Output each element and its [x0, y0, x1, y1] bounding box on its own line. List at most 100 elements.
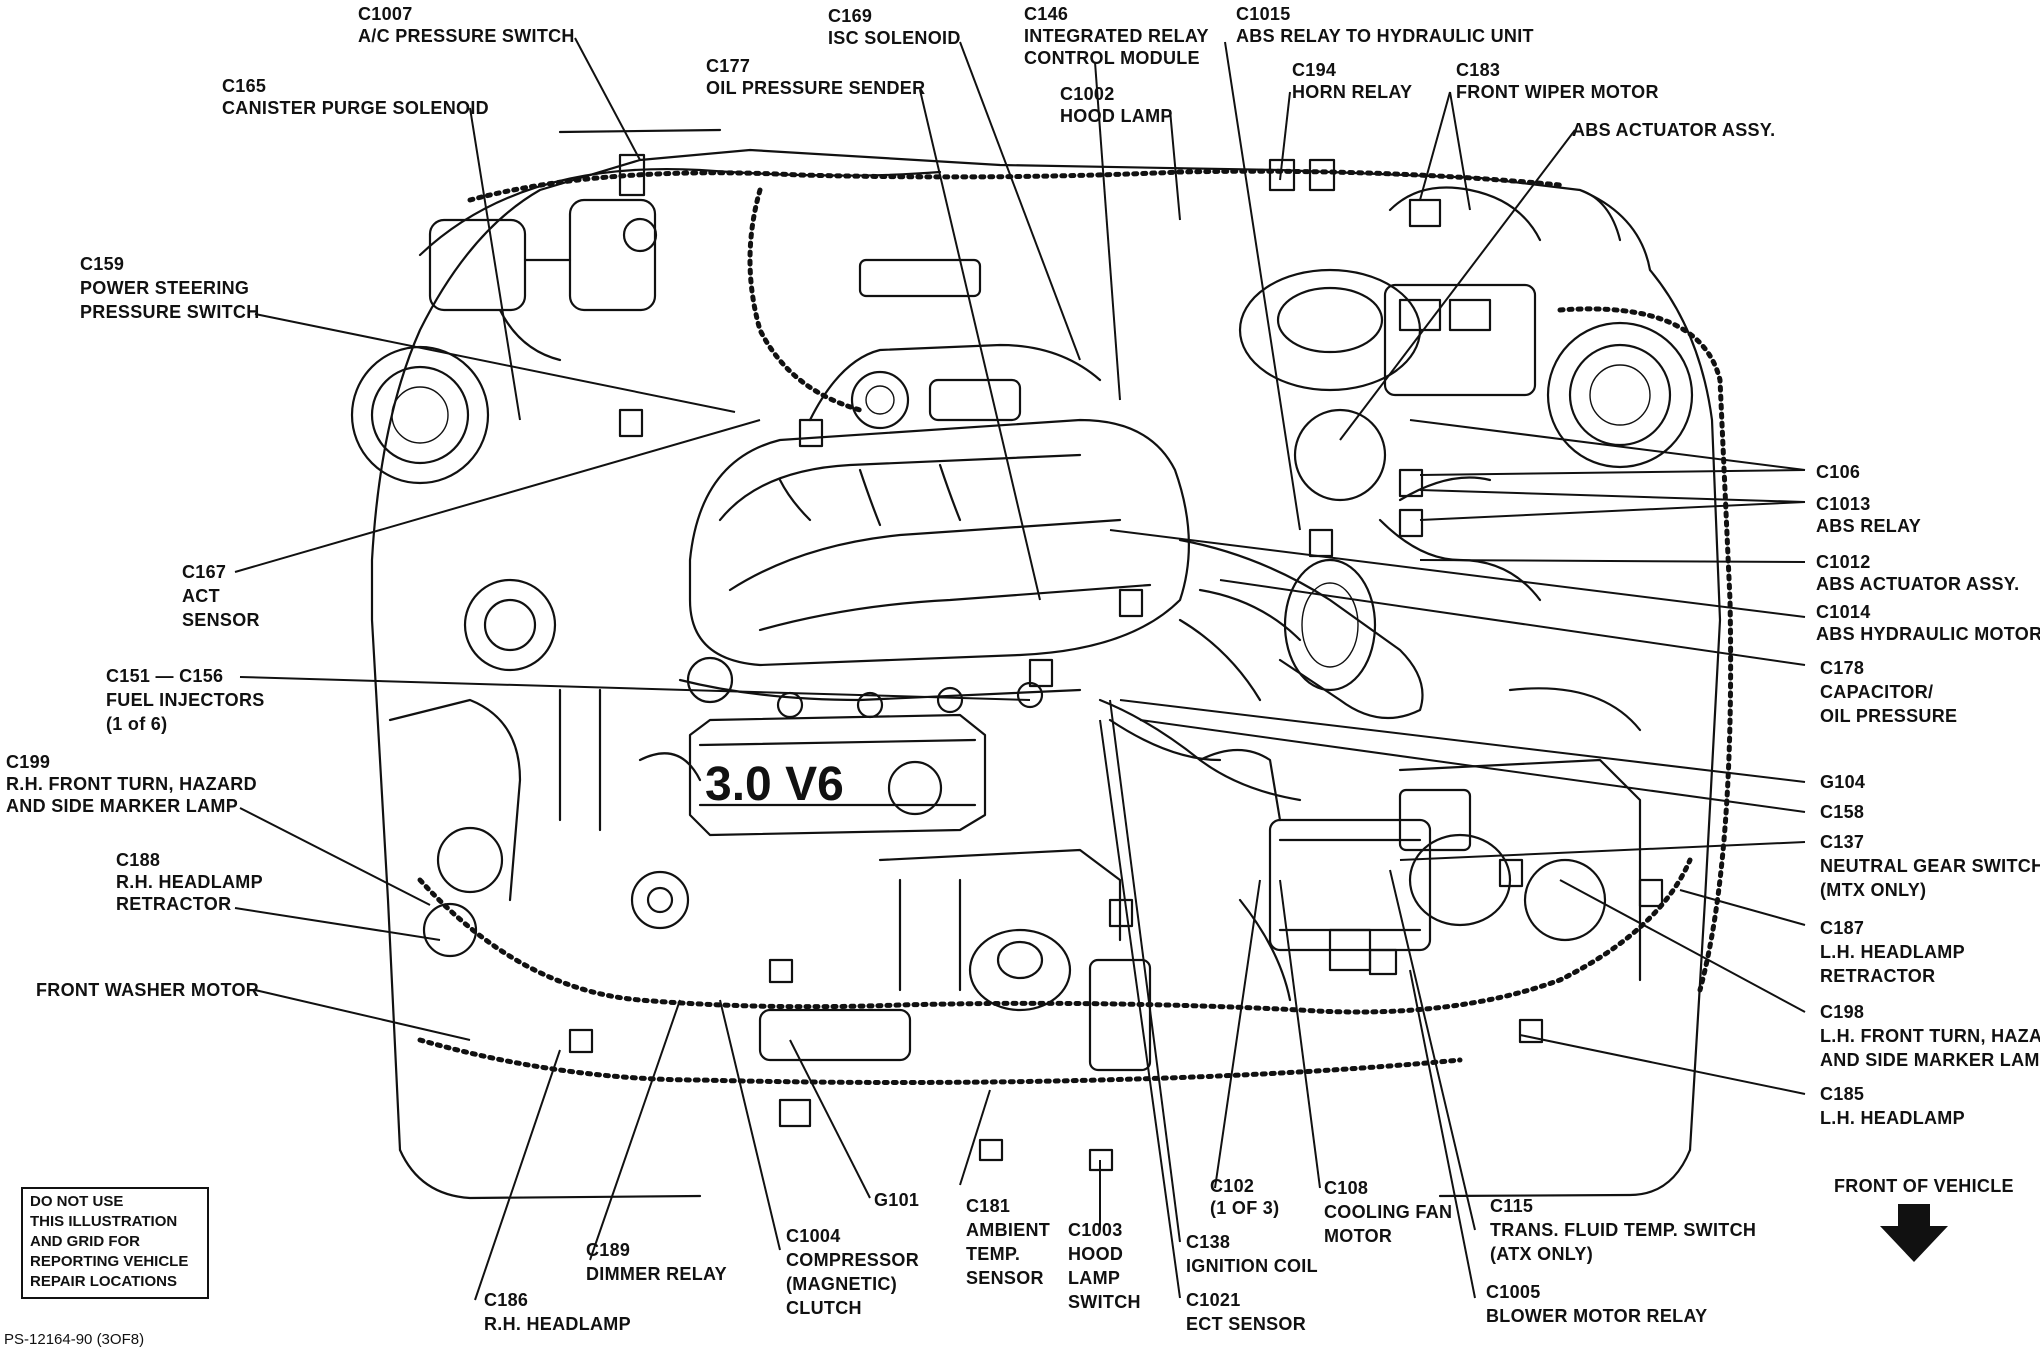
label-c178-line-1: C178: [1820, 658, 1864, 678]
label-abs-actuator-top: ABS ACTUATOR ASSY.: [1572, 120, 1775, 140]
label-c1003-line-2: HOOD: [1068, 1244, 1123, 1264]
figure-id: PS-12164-90 (3OF8): [4, 1331, 144, 1348]
disclaimer-note: DO NOT USE THIS ILLUSTRATION AND GRID FO…: [21, 1187, 209, 1299]
label-c1015-line-1: C1015: [1236, 4, 1291, 24]
label-c185-line-2: L.H. HEADLAMP: [1820, 1108, 1965, 1128]
label-c1012-line-2: ABS ACTUATOR ASSY.: [1816, 574, 2019, 594]
label-c187-line-1: C187: [1820, 918, 1864, 938]
label-c102: C102 (1 OF 3): [1210, 1176, 1279, 1218]
label-c106-line-1: C106: [1816, 462, 1860, 482]
label-c1012: C1012 ABS ACTUATOR ASSY.: [1816, 552, 2019, 594]
label-c185-line-1: C185: [1820, 1084, 1864, 1104]
label-g104-line-1: G104: [1820, 772, 1865, 792]
label-c138-line-2: IGNITION COIL: [1186, 1256, 1318, 1276]
label-c1021-line-1: C1021: [1186, 1290, 1241, 1310]
label-c1007-line-1: C1007: [358, 4, 413, 24]
label-c1003-line-4: SWITCH: [1068, 1292, 1141, 1312]
label-c115: C115 TRANS. FLUID TEMP. SWITCH (ATX ONLY…: [1490, 1196, 1761, 1264]
label-c1004-line-3: (MAGNETIC): [786, 1274, 897, 1294]
label-c138-line-1: C138: [1186, 1232, 1230, 1252]
label-c1004-line-1: C1004: [786, 1226, 841, 1246]
label-c187-line-3: RETRACTOR: [1820, 966, 1935, 986]
label-g101-line-1: G101: [874, 1190, 919, 1210]
label-c169-line-2: ISC SOLENOID: [828, 28, 961, 48]
label-c1005: C1005 BLOWER MOTOR RELAY: [1486, 1282, 1707, 1326]
label-c1013-line-1: C1013: [1816, 494, 1871, 514]
label-c194-line-2: HORN RELAY: [1292, 82, 1412, 102]
label-c115-line-3: (ATX ONLY): [1490, 1244, 1593, 1264]
engine-badge: 3.0 V6: [705, 758, 844, 811]
label-c183-line-2: FRONT WIPER MOTOR: [1456, 82, 1659, 102]
label-c137-line-2: NEUTRAL GEAR SWITCH: [1820, 856, 2040, 876]
label-c1004-line-4: CLUTCH: [786, 1298, 862, 1318]
label-c1014-line-1: C1014: [1816, 602, 1871, 622]
label-c183: C183 FRONT WIPER MOTOR: [1456, 60, 1659, 102]
label-c181: C181 AMBIENT TEMP. SENSOR: [966, 1196, 1055, 1288]
label-c159-line-1: C159: [80, 254, 124, 274]
label-c169: C169 ISC SOLENOID: [828, 6, 961, 48]
label-c178: C178 CAPACITOR/ OIL PRESSURE: [1820, 658, 1957, 726]
note-line-2: THIS ILLUSTRATION: [30, 1213, 177, 1230]
engine-line-art: [350, 128, 1734, 1200]
label-c115-line-1: C115: [1490, 1196, 1533, 1216]
callout-labels: C1007 A/C PRESSURE SWITCH C165 CANISTER …: [6, 4, 2040, 1334]
label-c178-line-2: CAPACITOR/: [1820, 682, 1933, 702]
label-c187-line-2: L.H. HEADLAMP: [1820, 942, 1965, 962]
label-c1004: C1004 COMPRESSOR (MAGNETIC) CLUTCH: [786, 1226, 924, 1318]
label-c146-line-2: INTEGRATED RELAY: [1024, 26, 1209, 46]
label-c188: C188 R.H. HEADLAMP RETRACTOR: [116, 850, 268, 914]
label-c102-line-1: C102: [1210, 1176, 1254, 1196]
note-text: DO NOT USE THIS ILLUSTRATION AND GRID FO…: [30, 1193, 193, 1290]
label-c1013-line-2: ABS RELAY: [1816, 516, 1921, 536]
label-c198-line-3: AND SIDE MARKER LAM: [1820, 1050, 2040, 1070]
label-c199-line-1: C199: [6, 752, 50, 772]
label-c167-line-2: ACT: [182, 586, 220, 606]
label-c198-line-1: C198: [1820, 1002, 1864, 1022]
label-c188-line-1: C188: [116, 850, 160, 870]
label-c167-line-1: C167: [182, 562, 226, 582]
label-c1015-line-2: ABS RELAY TO HYDRAULIC UNIT: [1236, 26, 1534, 46]
label-c115-line-2: TRANS. FLUID TEMP. SWITCH: [1490, 1220, 1756, 1240]
label-c137: C137 NEUTRAL GEAR SWITCH (MTX ONLY): [1820, 832, 2040, 900]
label-c151-line-2: FUEL INJECTORS: [106, 690, 265, 710]
label-c199-line-3: AND SIDE MARKER LAMP: [6, 796, 238, 816]
label-c194: C194 HORN RELAY: [1292, 60, 1412, 102]
label-c1002-line-2: HOOD LAMP: [1060, 106, 1173, 126]
label-c189-line-2: DIMMER RELAY: [586, 1264, 727, 1284]
label-c178-line-3: OIL PRESSURE: [1820, 706, 1957, 726]
label-c188-line-3: RETRACTOR: [116, 894, 231, 914]
label-c1014-line-2: ABS HYDRAULIC MOTOR: [1816, 624, 2040, 644]
label-front-washer-line-1: FRONT WASHER MOTOR: [36, 980, 259, 1000]
label-c186-line-2: R.H. HEADLAMP: [484, 1314, 631, 1334]
label-c1014: C1014 ABS HYDRAULIC MOTOR: [1816, 602, 2040, 644]
label-c198-line-2: L.H. FRONT TURN, HAZA: [1820, 1026, 2040, 1046]
label-front-washer-motor: FRONT WASHER MOTOR: [36, 980, 259, 1000]
note-line-4: REPORTING VEHICLE: [30, 1253, 188, 1270]
label-c108-line-3: MOTOR: [1324, 1226, 1392, 1246]
front-of-vehicle-indicator: FRONT OF VEHICLE: [1834, 1176, 2014, 1262]
label-c183-line-1: C183: [1456, 60, 1500, 80]
label-c108-line-2: COOLING FAN: [1324, 1202, 1452, 1222]
label-c146: C146 INTEGRATED RELAY CONTROL MODULE: [1024, 4, 1214, 68]
label-c151-line-3: (1 of 6): [106, 714, 167, 734]
label-c177-line-2: OIL PRESSURE SENDER: [706, 78, 925, 98]
label-c1021-line-2: ECT SENSOR: [1186, 1314, 1306, 1334]
label-c151-line-1: C151 — C156: [106, 666, 223, 686]
label-c177-line-1: C177: [706, 56, 750, 76]
down-arrow-icon: [1880, 1204, 1948, 1262]
label-c1003-line-3: LAMP: [1068, 1268, 1120, 1288]
label-c106: C106: [1816, 462, 1860, 482]
label-g104: G104: [1820, 772, 1865, 792]
label-c159-line-2: POWER STEERING: [80, 278, 249, 298]
label-c1021: C1021 ECT SENSOR: [1186, 1290, 1306, 1334]
label-c1012-line-1: C1012: [1816, 552, 1871, 572]
label-c102-line-2: (1 OF 3): [1210, 1198, 1279, 1218]
label-c189-line-1: C189: [586, 1240, 630, 1260]
label-c181-line-1: C181: [966, 1196, 1010, 1216]
label-c108-line-1: C108: [1324, 1178, 1368, 1198]
label-c186-line-1: C186: [484, 1290, 528, 1310]
label-c1003: C1003 HOOD LAMP SWITCH: [1068, 1220, 1141, 1312]
label-abs-actuator-top-line-1: ABS ACTUATOR ASSY.: [1572, 120, 1775, 140]
label-c169-line-1: C169: [828, 6, 872, 26]
